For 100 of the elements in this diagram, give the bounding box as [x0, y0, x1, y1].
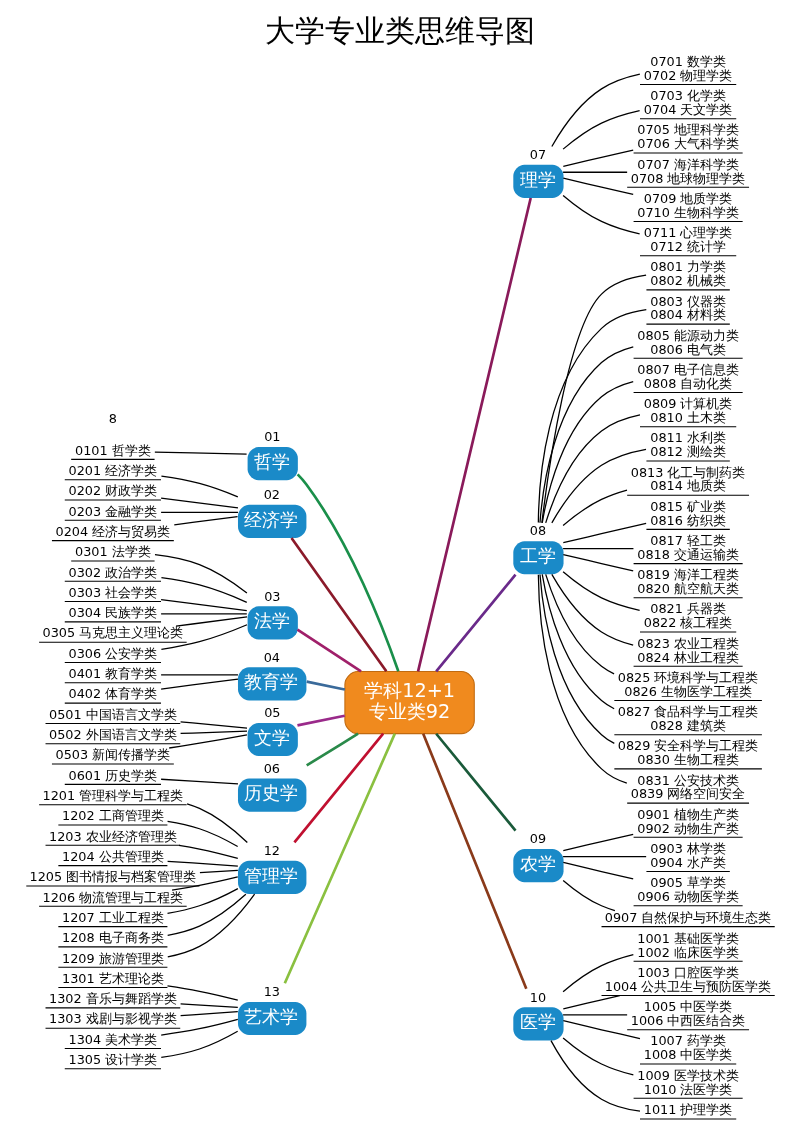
connector [550, 573, 634, 646]
node-text: 0305 马克思主义理论类 [42, 625, 183, 641]
node-text: 0503 新闻传播学类 [55, 747, 170, 763]
node-box: 医学 [512, 1007, 564, 1041]
node-label: 03 [263, 588, 280, 604]
node-text: 0601 历史学类 [68, 767, 157, 783]
connector [562, 833, 634, 852]
connector [562, 522, 647, 544]
connector [153, 554, 248, 594]
node-text: 0803 仪器类 0804 材料类 [649, 293, 726, 323]
connector [185, 803, 248, 844]
node-text: 0502 外国语言文学类 [48, 727, 177, 743]
node-label: 01 [263, 429, 280, 445]
node-text: 0821 兵器类 0822 核工程类 [643, 601, 732, 631]
node-label: 13 [263, 984, 280, 1000]
node-text: 0801 力学类 0802 机械类 [649, 259, 726, 289]
node-text: 0907 自然保护与环境生态类 [604, 909, 771, 925]
node-text: 0709 地质学类 0710 生物科学类 [636, 190, 739, 220]
connector [562, 553, 634, 572]
connector [166, 893, 255, 958]
connector [434, 573, 517, 673]
node-text: 0707 海洋科学类 0708 地球物理学类 [630, 156, 745, 186]
connector [292, 732, 384, 844]
node-label: 10 [529, 989, 546, 1005]
connector [549, 1040, 641, 1112]
node-text: 0903 林学类 0904 水产类 [649, 840, 726, 870]
connector [289, 537, 387, 673]
connector [159, 678, 239, 690]
connector [160, 1018, 238, 1036]
node-text: 0831 公安技术类 0839 网络空间安全 [630, 772, 745, 802]
node-text: 1305 设计学类 [68, 1052, 157, 1068]
connector [179, 1003, 238, 1009]
node-box: 农学 [512, 849, 564, 883]
connector [538, 573, 615, 745]
node-label: 06 [263, 760, 280, 776]
connector [296, 628, 362, 673]
connector [561, 1037, 634, 1076]
connector [562, 995, 620, 1010]
connector [561, 489, 628, 527]
connector [562, 177, 634, 196]
node-text: 0201 经济学类 [68, 462, 157, 478]
node-text: 0813 化工与制药类 0814 地质类 [630, 464, 745, 494]
node-text: 0303 社会学类 [68, 584, 157, 600]
node-box: 历史学 [237, 778, 306, 812]
connector [296, 473, 400, 672]
connector [174, 616, 248, 627]
node-text: 1009 医学技术类 1010 法医学类 [636, 1067, 739, 1097]
node-text: 1202 工商管理类 [61, 808, 164, 824]
connector [160, 624, 248, 650]
node-text: 1302 音乐与舞蹈学类 [48, 991, 177, 1007]
node-text: 1206 物流管理与工程类 [42, 889, 183, 905]
node-text: 0301 法学类 [74, 544, 151, 560]
connector [561, 953, 634, 993]
node-text: 0705 地理科学类 0706 大气科学类 [636, 122, 739, 152]
connector [179, 730, 248, 735]
connector [170, 876, 238, 891]
node-box: 哲学 [247, 447, 298, 481]
node-label: 02 [263, 487, 280, 503]
node-box: 学科12+1 专业类92 [343, 671, 475, 735]
connector [421, 733, 528, 990]
node-text: 0811 水利类 0812 测绘类 [649, 430, 726, 460]
node-text: 0807 电子信息类 0808 自动化类 [636, 361, 739, 391]
node-text: 0817 轻工类 0818 交通运输类 [636, 532, 739, 562]
node-box: 法学 [247, 606, 298, 640]
connector [166, 985, 238, 1001]
connector [561, 171, 628, 173]
connector [160, 475, 238, 498]
node-text: 0823 农业工程类 0824 林业工程类 [636, 635, 739, 665]
node-text: 0703 化学类 0704 天文学类 [643, 88, 732, 118]
node-text: 0819 海洋工程类 0820 航空航天类 [636, 567, 739, 597]
connector [159, 778, 239, 785]
connector [561, 109, 640, 150]
node-label: 05 [263, 705, 280, 721]
node-text: 0827 食品科学与工程类 0828 建筑类 [617, 704, 758, 733]
connector [159, 511, 239, 513]
node-text: 0306 公安学类 [68, 645, 157, 661]
node-text: 1304 美术学类 [68, 1031, 157, 1047]
connector [541, 380, 634, 524]
node-text: 0302 政治学类 [68, 564, 157, 580]
node-box: 艺术学 [237, 1001, 306, 1036]
node-label: 12 [263, 843, 280, 859]
connector [168, 734, 248, 749]
connector [550, 448, 647, 524]
connector [179, 721, 248, 729]
node-text: 1207 工业工程类 [61, 909, 164, 925]
connector [561, 1014, 628, 1016]
diagram-title: 大学专业类思维导图 [265, 13, 535, 49]
node-label: 04 [263, 649, 280, 665]
node-text: 1209 旅游管理类 [61, 950, 164, 966]
connector [177, 844, 238, 860]
connector [160, 1030, 238, 1059]
node-text: 0815 矿业类 0816 纺织类 [649, 498, 726, 528]
node-text: 0809 计算机类 0810 土木类 [643, 396, 732, 426]
connector [537, 574, 627, 784]
node-text: 1204 公共管理类 [61, 848, 164, 864]
node-text: 1005 中医学类 1006 中西医结合类 [630, 999, 745, 1029]
connector [562, 879, 615, 912]
node-text: 0901 植物生产类 0902 动物生产类 [636, 806, 739, 836]
node-text: 1203 农业经济管理类 [48, 828, 177, 844]
connector [562, 149, 634, 167]
